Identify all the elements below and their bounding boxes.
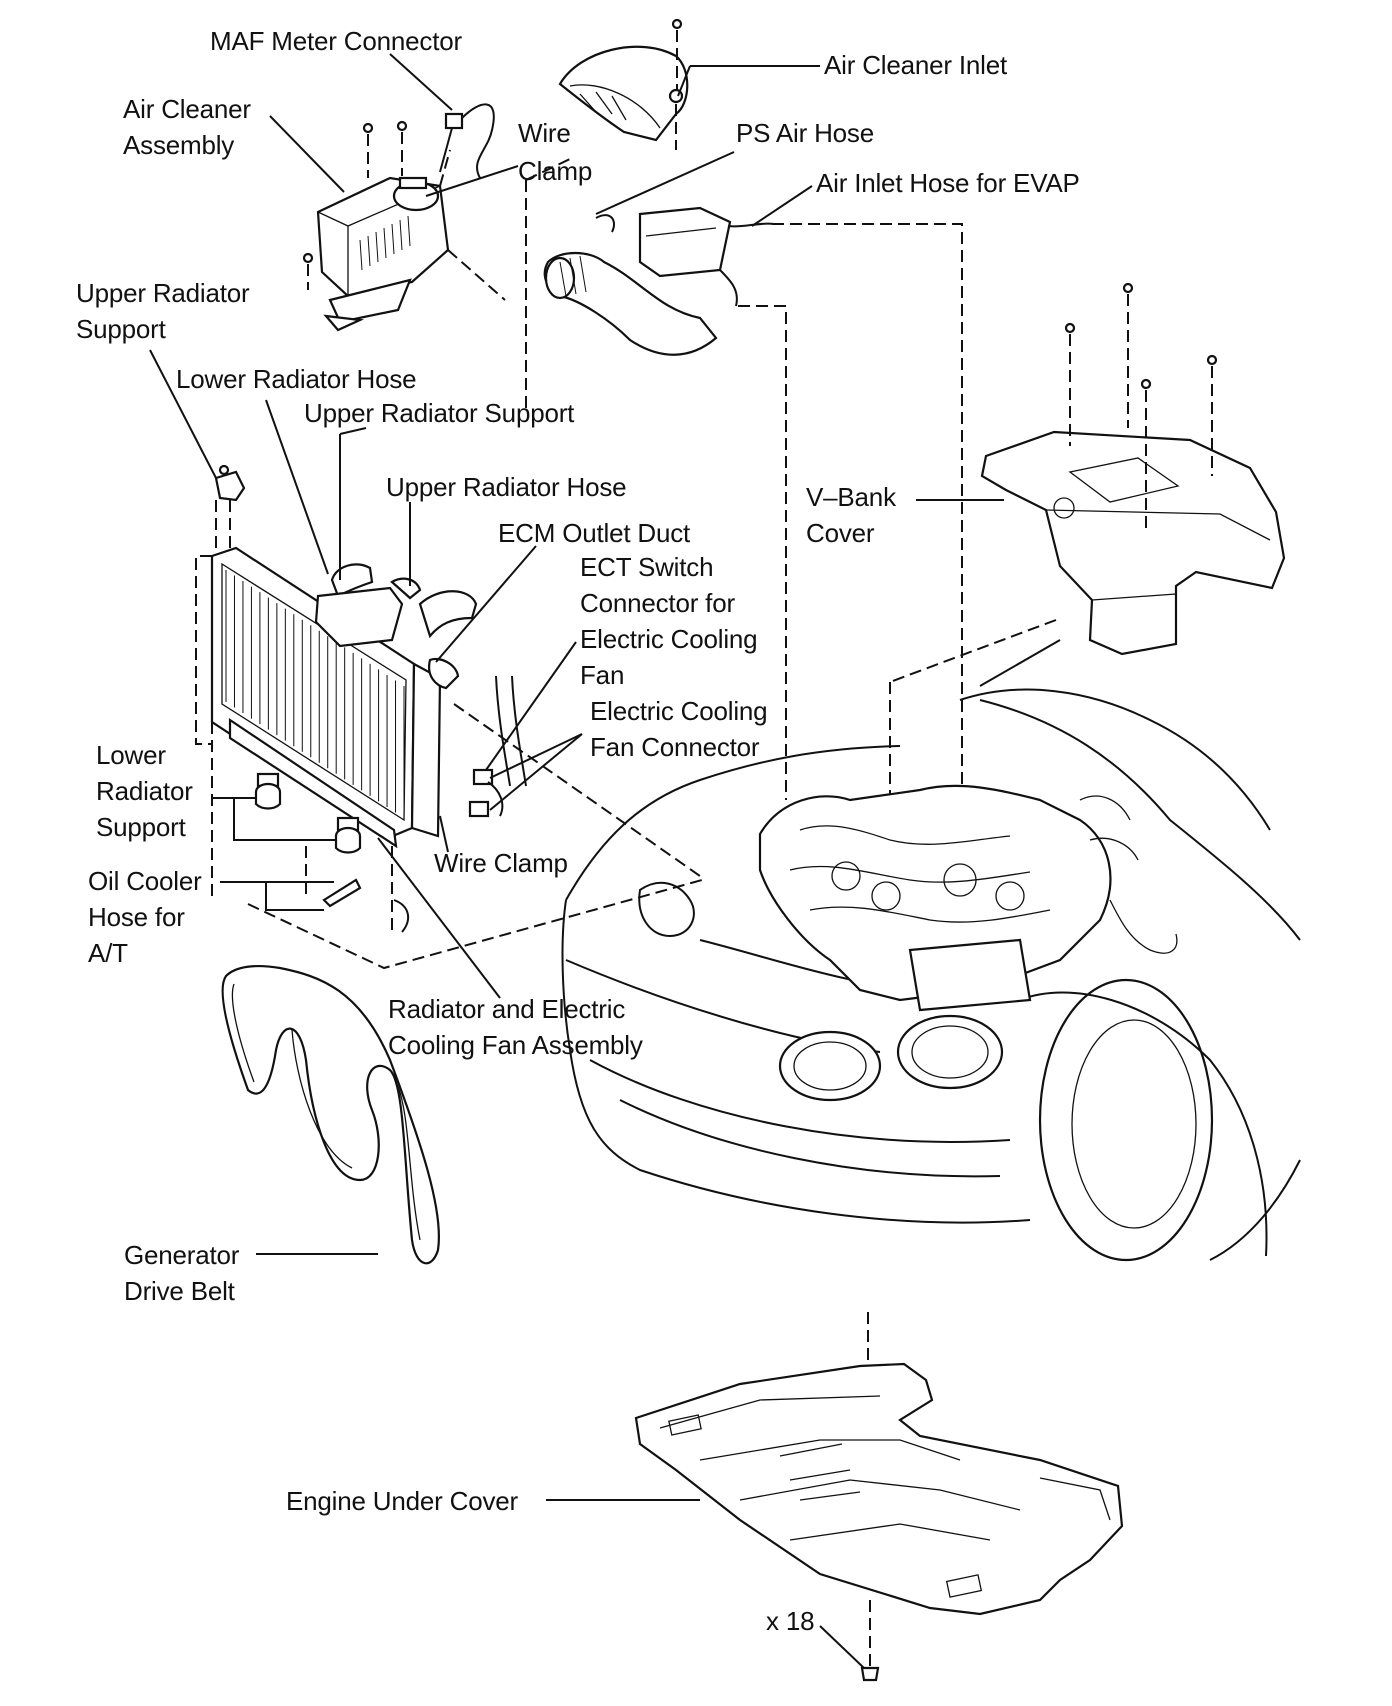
label-oil-cooler-hose-line2: Hose for: [88, 902, 185, 932]
label-oil-cooler-hose-line1: Oil Cooler: [88, 866, 202, 896]
label-ect-switch-line3: Electric Cooling: [580, 624, 758, 654]
label-wire-clamp-top-line1: Wire: [518, 118, 571, 148]
label-air-cleaner-assembly-line2: Assembly: [123, 130, 235, 160]
label-ps-air-hose: PS Air Hose: [736, 118, 874, 148]
fan-connectors-part: [468, 768, 504, 818]
radiator-mount-dashes: [195, 555, 703, 970]
intake-hose-part: [543, 206, 775, 356]
oil-cooler-hose-part: [305, 846, 410, 936]
label-ecm-outlet-duct: ECM Outlet Duct: [498, 518, 691, 548]
air-cleaner-assembly: [316, 176, 450, 332]
label-air-inlet-hose-evap: Air Inlet Hose for EVAP: [816, 168, 1080, 198]
label-v-bank-cover-line1: V–Bank: [806, 482, 896, 512]
air-cleaner-screws: [302, 120, 506, 301]
label-wire-clamp-top-line2: Clamp: [518, 156, 593, 186]
lower-radiator-supports-part: [254, 782, 362, 854]
engine-part: [758, 784, 1178, 1012]
hose-routing-dashes: [738, 223, 963, 800]
label-wire-clamp-bottom: Wire Clamp: [434, 848, 568, 878]
label-upper-radiator-hose: Upper Radiator Hose: [386, 472, 627, 502]
label-bolt-count: x 18: [766, 1606, 815, 1636]
label-lower-radiator-support-line1: Lower: [96, 740, 166, 770]
label-radiator-fan-assembly-line1: Radiator and Electric: [388, 994, 626, 1024]
label-engine-under-cover: Engine Under Cover: [286, 1486, 518, 1516]
leader-lines: [149, 53, 1004, 1669]
engine-under-cover-part: [634, 1312, 1124, 1682]
label-air-cleaner-inlet: Air Cleaner Inlet: [824, 50, 1008, 80]
label-generator-drive-belt-line2: Drive Belt: [124, 1276, 235, 1306]
generator-drive-belt-part: [221, 965, 440, 1265]
upper-radiator-hose-part: [314, 563, 527, 787]
label-upper-radiator-support-left-line2: Support: [76, 314, 166, 344]
label-ect-switch-line1: ECT Switch: [580, 552, 714, 582]
label-lower-radiator-support-line2: Radiator: [96, 776, 193, 806]
label-oil-cooler-hose-line3: A/T: [88, 938, 128, 968]
label-radiator-fan-assembly-line2: Cooling Fan Assembly: [388, 1030, 643, 1060]
maf-meter-connector-part: [439, 103, 495, 179]
car-front-part: [561, 639, 1301, 1262]
label-v-bank-cover-line2: Cover: [806, 518, 875, 548]
label-fan-connector-line1: Electric Cooling: [590, 696, 768, 726]
label-fan-connector-line2: Fan Connector: [590, 732, 760, 762]
v-bank-cover-part: [889, 282, 1286, 808]
label-air-cleaner-assembly-line1: Air Cleaner: [123, 94, 251, 124]
label-maf-meter-connector: MAF Meter Connector: [210, 26, 462, 56]
label-lower-radiator-support-line3: Support: [96, 812, 186, 842]
label-generator-drive-belt-line1: Generator: [124, 1240, 240, 1270]
label-ect-switch-line2: Connector for: [580, 588, 735, 618]
label-upper-radiator-support-mid: Upper Radiator Support: [304, 398, 575, 428]
label-lower-radiator-hose: Lower Radiator Hose: [176, 364, 417, 394]
air-cleaner-inlet-part: [525, 18, 689, 410]
upper-radiator-support-left: [214, 464, 246, 548]
label-upper-radiator-support-left-line1: Upper Radiator: [76, 278, 250, 308]
label-ect-switch-line4: Fan: [580, 660, 625, 690]
